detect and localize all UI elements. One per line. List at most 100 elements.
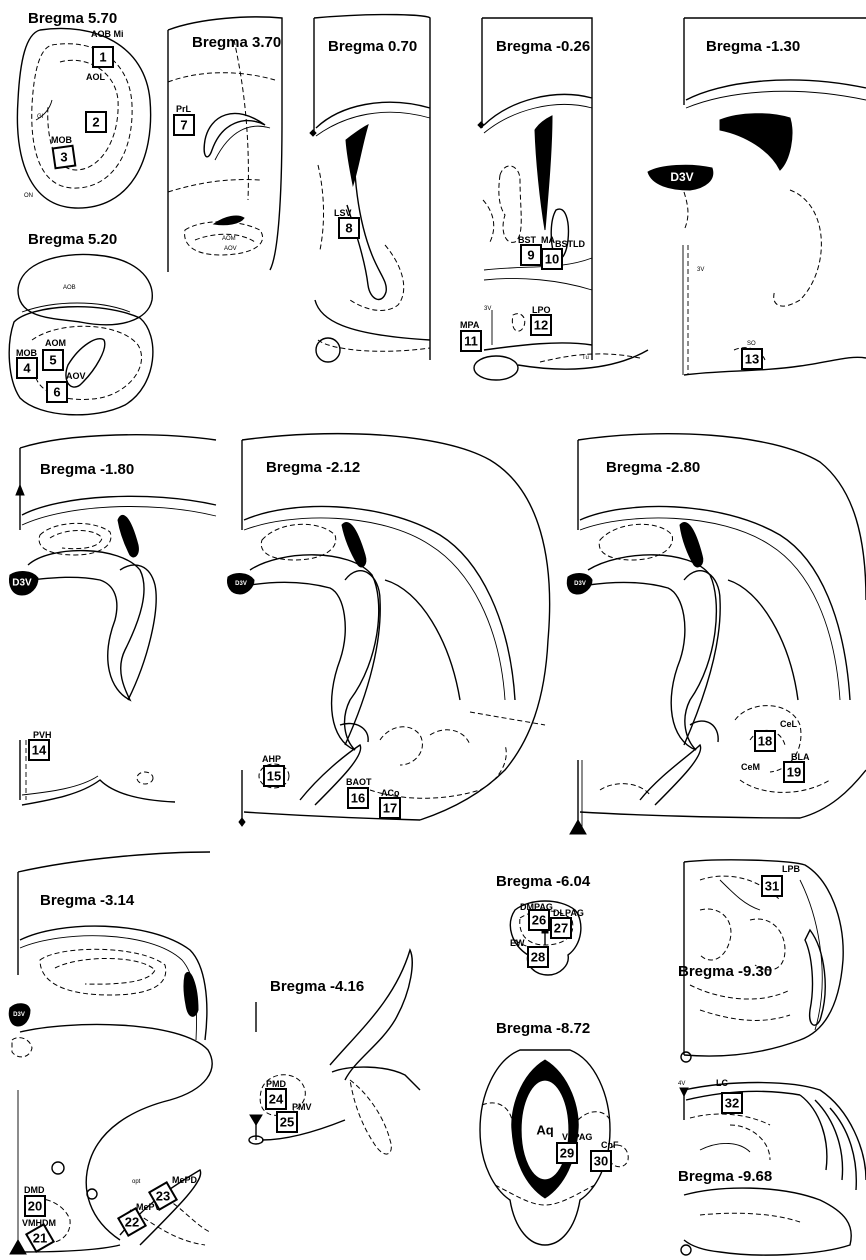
hippocampal-arc bbox=[28, 551, 144, 700]
region-label: MA bbox=[541, 235, 555, 245]
fimbria bbox=[345, 571, 380, 745]
region-boundary bbox=[350, 245, 404, 310]
optic-tract bbox=[640, 745, 701, 805]
panel-title: Bregma 5.20 bbox=[28, 231, 117, 248]
lateral-ventricle bbox=[535, 116, 552, 230]
region-boundary bbox=[700, 1010, 790, 1020]
region-label: AOV bbox=[224, 246, 237, 252]
site-marker: 19 bbox=[784, 762, 804, 782]
region-label: MOB bbox=[51, 135, 72, 145]
svg-text:3: 3 bbox=[60, 150, 67, 165]
cerebral-peduncle bbox=[330, 950, 412, 1080]
panel-title: Bregma -0.26 bbox=[496, 38, 590, 55]
panel-title: Bregma -1.80 bbox=[40, 461, 134, 478]
corpus-callosum bbox=[686, 80, 866, 100]
region-label: opt bbox=[132, 1179, 141, 1185]
midline-marker bbox=[478, 122, 484, 128]
region-label: SO bbox=[747, 341, 756, 347]
region-label: 3V bbox=[697, 267, 704, 273]
region-boundary bbox=[578, 1112, 610, 1120]
site-marker: 12 bbox=[531, 315, 551, 335]
panel-bregma-minus-1-30: Bregma -1.30 D3V 3V SO 13 bbox=[648, 18, 866, 375]
anterior-commissure bbox=[499, 166, 521, 242]
region-label: LPB bbox=[782, 864, 801, 874]
site-marker: 20 bbox=[25, 1196, 45, 1216]
region-label: MOB bbox=[16, 348, 37, 358]
site-marker: 24 bbox=[266, 1089, 286, 1109]
midline-marker bbox=[680, 1088, 688, 1096]
panel-title: Bregma -2.80 bbox=[606, 459, 700, 476]
region-boundary bbox=[168, 73, 275, 82]
region-label: ACo bbox=[381, 788, 400, 798]
corpus-callosum-inner bbox=[686, 91, 866, 108]
region-boundary bbox=[137, 772, 153, 784]
site-marker: 6 bbox=[47, 382, 67, 402]
region-label: AOB bbox=[63, 285, 76, 291]
region-label: BST bbox=[518, 235, 537, 245]
region-boundary bbox=[700, 1213, 800, 1222]
region-boundary bbox=[690, 1114, 770, 1125]
region-boundary bbox=[484, 278, 592, 290]
site-marker: 14 bbox=[29, 740, 49, 760]
hippocampal-arc bbox=[588, 555, 716, 750]
region-label: AHP bbox=[262, 754, 281, 764]
hippocampus-inner bbox=[55, 958, 155, 984]
region-label: 4V bbox=[678, 1081, 685, 1087]
svg-text:28: 28 bbox=[531, 950, 545, 965]
site-marker: 4 bbox=[17, 358, 37, 378]
svg-text:7: 7 bbox=[180, 118, 187, 133]
region-label: 3V bbox=[484, 306, 491, 312]
svg-text:26: 26 bbox=[532, 913, 546, 928]
pyramid bbox=[681, 1245, 691, 1255]
lateral-ventricle bbox=[184, 972, 198, 1016]
svg-text:31: 31 bbox=[765, 879, 779, 894]
region-label: AOM bbox=[222, 236, 236, 242]
svg-text:29: 29 bbox=[560, 1146, 574, 1161]
panel-bregma-5-20: Bregma 5.20 AOB AOM MOB AOV 4 5 6 bbox=[9, 231, 153, 415]
fornix bbox=[52, 1162, 64, 1174]
region-label: LPO bbox=[532, 305, 551, 315]
region-label: VLPAG bbox=[562, 1132, 592, 1142]
region-boundary bbox=[482, 1103, 512, 1120]
region-label: Tu bbox=[582, 355, 589, 361]
ventral-floor bbox=[580, 770, 866, 818]
region-boundary bbox=[22, 776, 98, 795]
region-boundary bbox=[12, 1038, 32, 1057]
region-label: AOB Mi bbox=[91, 29, 124, 39]
region-boundary bbox=[483, 200, 494, 242]
ventricle bbox=[214, 216, 244, 225]
svg-text:23: 23 bbox=[156, 1189, 170, 1204]
panel-bregma-minus-9-30: Bregma -9.30 LPB 31 bbox=[678, 860, 843, 1062]
ventricle-label: D3V bbox=[574, 581, 586, 587]
svg-text:15: 15 bbox=[267, 769, 281, 784]
region-boundary bbox=[168, 180, 260, 193]
corpus-callosum-inner bbox=[244, 518, 505, 700]
region-boundary bbox=[720, 880, 760, 910]
olfactory-bulb-layer bbox=[32, 44, 132, 188]
corpus-callosum bbox=[316, 102, 430, 128]
panel-title: Bregma -6.04 bbox=[496, 873, 591, 890]
panel-title: Bregma -3.14 bbox=[40, 892, 135, 909]
lateral-ventricle bbox=[680, 523, 703, 567]
corpus-callosum bbox=[22, 496, 216, 515]
panel-bregma-minus-8-72: Bregma -8.72 Aq VLPAG CnF 29 30 bbox=[480, 1020, 628, 1245]
region-label: DLPAG bbox=[553, 908, 584, 918]
region-label: CnF bbox=[601, 1140, 619, 1150]
panel-bregma-minus-9-68: Bregma -9.68 4V LC 32 bbox=[678, 1078, 866, 1255]
region-boundary bbox=[690, 721, 718, 742]
region-label: Aq bbox=[536, 1123, 553, 1138]
svg-text:5: 5 bbox=[49, 353, 56, 368]
hippocampus bbox=[261, 524, 336, 560]
svg-text:12: 12 bbox=[534, 318, 548, 333]
site-marker: 9 bbox=[521, 245, 541, 265]
region-label: PMV bbox=[292, 1102, 312, 1112]
lateral-ventricle bbox=[720, 114, 792, 170]
fimbria bbox=[120, 565, 156, 700]
panel-title: Bregma -1.30 bbox=[706, 38, 800, 55]
svg-text:10: 10 bbox=[545, 252, 559, 267]
cortex-outline bbox=[20, 435, 216, 448]
region-boundary bbox=[315, 300, 430, 340]
region-label: MePD bbox=[172, 1175, 198, 1185]
midline-marker bbox=[239, 818, 245, 826]
